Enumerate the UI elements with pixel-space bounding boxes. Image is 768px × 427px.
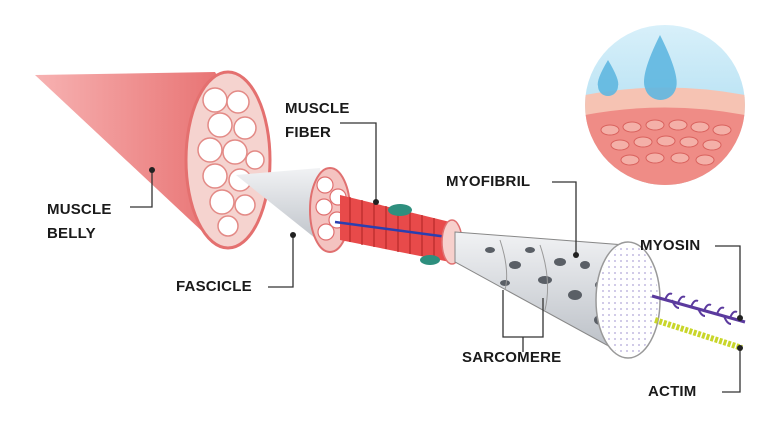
label-muscle-belly-line1: MUSCLE — [47, 201, 112, 218]
label-actim: ACTIM — [648, 383, 697, 400]
label-fascicle: FASCICLE — [176, 278, 252, 295]
label-muscle-belly: MUSCLE BELLY — [47, 198, 112, 246]
label-sarcomere: SARCOMERE — [462, 349, 562, 366]
label-myosin: MYOSIN — [640, 237, 701, 254]
small-droplet-icon — [597, 60, 619, 96]
label-muscle-fiber-line2: FIBER — [285, 124, 331, 141]
label-muscle-fiber: MUSCLE FIBER — [285, 97, 350, 145]
large-droplet-icon — [644, 35, 677, 101]
skin-inset — [585, 25, 745, 185]
label-muscle-belly-line2: BELLY — [47, 225, 96, 242]
muscle-belly — [35, 70, 272, 250]
actin-filament — [654, 317, 743, 351]
myofibril — [454, 231, 661, 359]
myosin-filament — [651, 292, 746, 325]
label-myofibril: MYOFIBRIL — [446, 173, 531, 190]
muscle-fiber — [334, 195, 471, 265]
label-muscle-fiber-line1: MUSCLE — [285, 100, 350, 117]
